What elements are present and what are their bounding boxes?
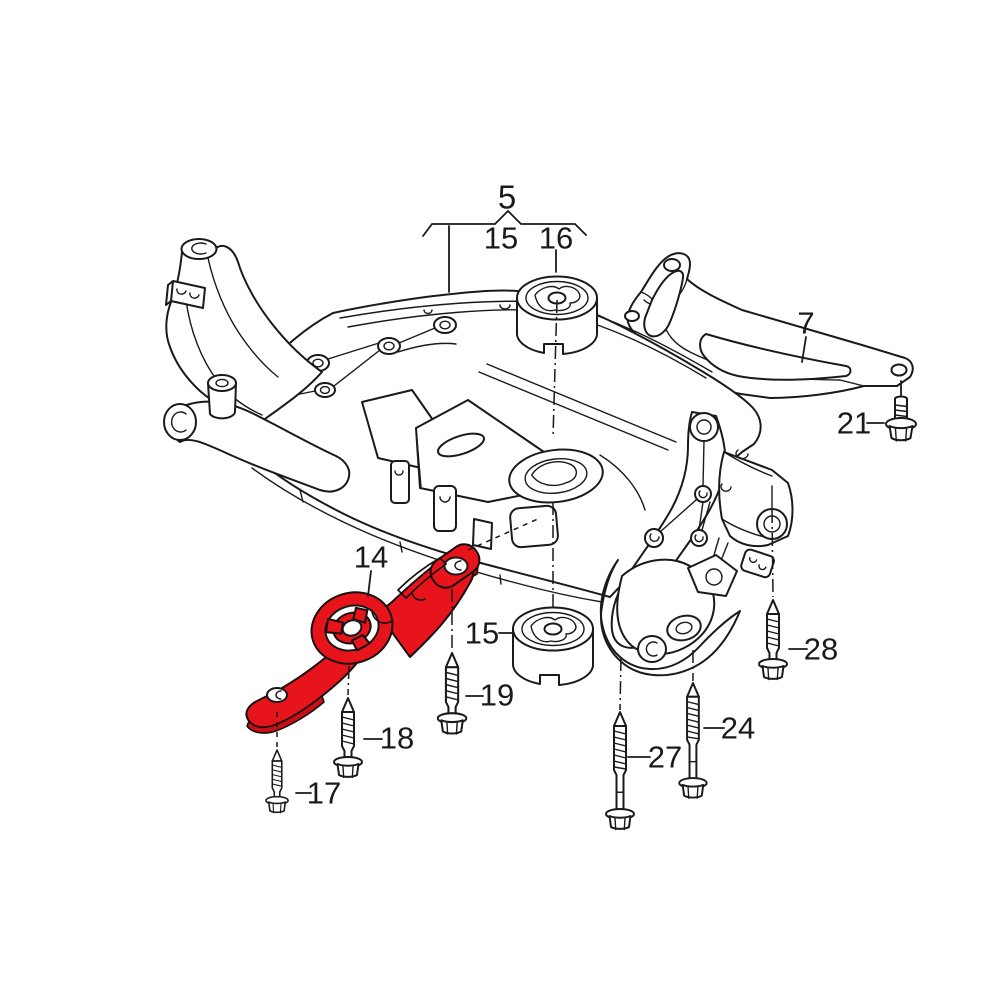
screw-24 bbox=[678, 682, 708, 800]
callout-5: 5 bbox=[497, 178, 517, 216]
callout-19: 19 bbox=[479, 677, 515, 713]
bolt-21 bbox=[885, 395, 917, 442]
bushing-15 bbox=[511, 606, 595, 686]
screw-19 bbox=[436, 651, 468, 736]
callout-28: 28 bbox=[803, 631, 839, 667]
callout-18: 18 bbox=[379, 720, 415, 756]
callout-15-top: 15 bbox=[483, 220, 519, 256]
bushing-16 bbox=[515, 275, 599, 355]
callout-15-lower: 15 bbox=[464, 615, 500, 651]
subframe-crossmember bbox=[163, 238, 794, 677]
callout-16: 16 bbox=[538, 220, 574, 256]
callout-leader-lines bbox=[276, 209, 902, 794]
callout-24: 24 bbox=[720, 710, 756, 746]
callout-7: 7 bbox=[797, 305, 815, 341]
screw-27 bbox=[605, 711, 635, 831]
screw-17 bbox=[265, 749, 289, 814]
callout-27: 27 bbox=[647, 739, 683, 775]
callout-17: 17 bbox=[306, 775, 342, 811]
screw-28 bbox=[758, 599, 788, 681]
callout-21: 21 bbox=[836, 405, 872, 441]
screw-18 bbox=[333, 697, 363, 779]
callout-14: 14 bbox=[353, 539, 389, 575]
pendulum-support-14-highlighted bbox=[245, 543, 481, 734]
